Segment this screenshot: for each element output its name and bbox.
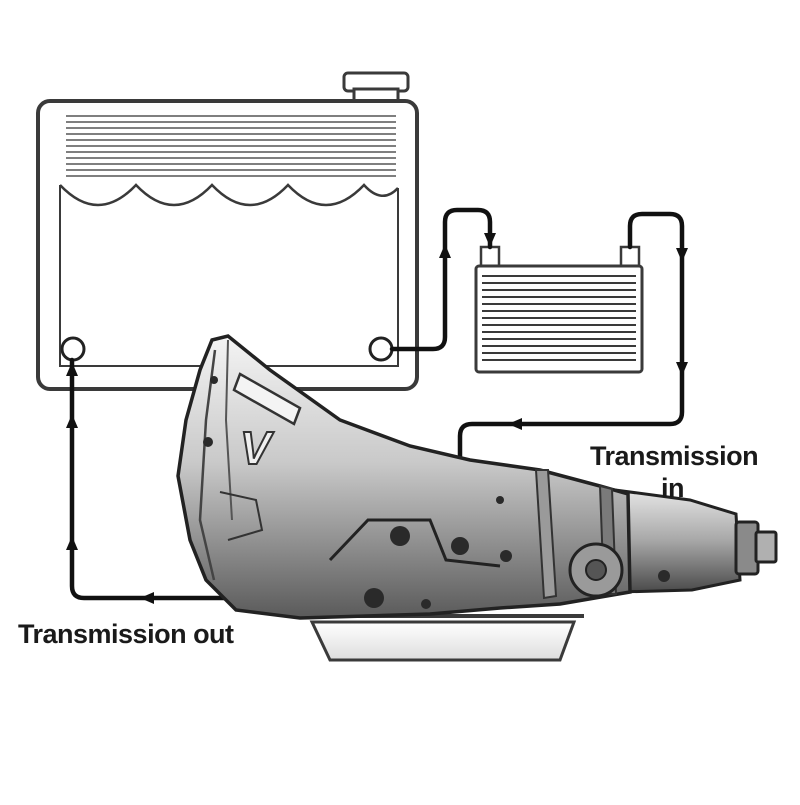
- coolant-level: [59, 183, 399, 207]
- case-band: [534, 469, 558, 600]
- transmission-out-label: Transmission out: [18, 619, 234, 649]
- governor-cover-center: [585, 559, 607, 581]
- transmission-label-plate: [232, 372, 302, 426]
- line-radiator-to-cooler: [389, 207, 493, 352]
- radiator-outlet-port: [60, 336, 86, 362]
- bolt: [451, 537, 469, 555]
- case-detail-line: [219, 491, 264, 541]
- bolt: [210, 376, 218, 384]
- oil-cooler: [474, 245, 644, 374]
- flow-arrows: [66, 233, 688, 604]
- bolt: [658, 570, 670, 582]
- transmission-in-label-line2: in: [661, 473, 685, 503]
- shift-linkage: [328, 518, 501, 568]
- arrow-up-4: [66, 362, 78, 376]
- transmission: V: [176, 334, 778, 662]
- bolt: [203, 437, 213, 447]
- radiator-fins: [66, 115, 396, 177]
- transmission-in-label-line1: Transmission: [590, 441, 759, 471]
- oil-cooler-fins: [482, 275, 636, 361]
- bolt: [496, 496, 504, 504]
- transmission-bolts: [203, 376, 670, 609]
- line-cooler-to-transmission: [457, 211, 685, 465]
- radiator: [36, 71, 419, 391]
- flow-lines: [69, 207, 685, 601]
- bolt: [364, 588, 384, 608]
- transmission-oil-pan: [309, 620, 577, 662]
- arrow-down-2: [676, 248, 688, 262]
- bell-housing-rib: [198, 349, 217, 581]
- arrow-down-1: [484, 233, 496, 247]
- radiator-inlet-port: [368, 336, 394, 362]
- arrow-up-1: [439, 244, 451, 258]
- bolt: [421, 599, 431, 609]
- case-letter: V: [240, 422, 274, 474]
- arrow-up-2: [66, 536, 78, 550]
- output-shaft: [754, 530, 778, 564]
- line-transmission-to-radiator: [69, 357, 239, 601]
- arrow-up-3: [66, 414, 78, 428]
- bolt: [500, 550, 512, 562]
- arrow-left-1: [508, 418, 522, 430]
- bolt: [390, 526, 410, 546]
- arrow-left-2: [140, 592, 154, 604]
- bell-housing-rib-2: [224, 339, 233, 521]
- arrow-down-3: [676, 362, 688, 376]
